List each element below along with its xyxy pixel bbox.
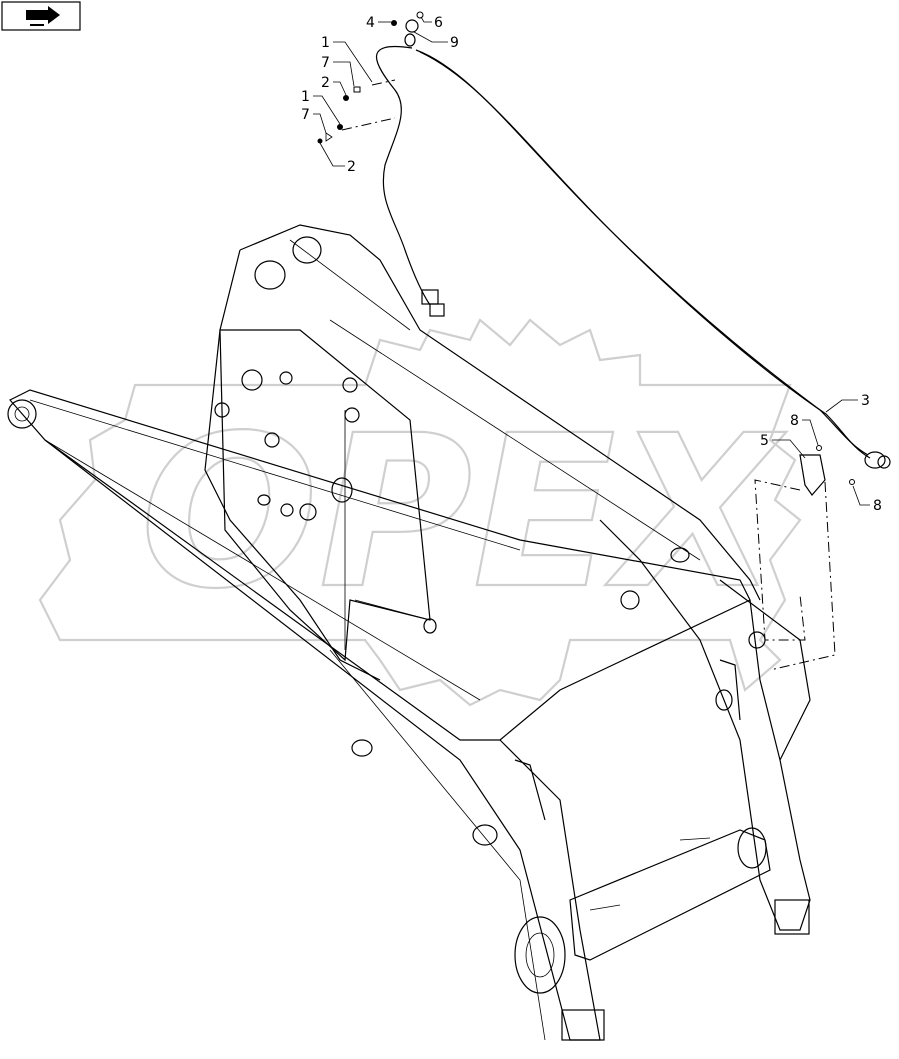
leader-lines (313, 16, 870, 506)
callout-7-lower: 7 (301, 107, 310, 123)
watermark: OPEX (38, 318, 802, 707)
loader-boom-frame (7, 224, 811, 1041)
callout-7-upper: 7 (321, 55, 330, 71)
callout-3: 3 (861, 393, 870, 409)
callout-9: 9 (450, 35, 459, 51)
callout-8-lower: 8 (873, 498, 882, 514)
callout-4: 4 (366, 15, 375, 31)
callout-2-lower: 2 (347, 159, 356, 175)
callout-5: 5 (760, 433, 769, 449)
wire-harness (317, 11, 891, 671)
callout-2-upper: 2 (321, 75, 330, 91)
watermark-text: OPEX (140, 390, 787, 635)
callouts: 1 7 2 1 7 2 4 6 9 3 8 5 8 (301, 15, 882, 514)
callout-1-upper: 1 (321, 35, 330, 51)
callout-1-lower: 1 (301, 89, 310, 105)
callout-6: 6 (434, 15, 443, 31)
callout-8-upper: 8 (790, 413, 799, 429)
forward-page-icon[interactable] (1, 1, 81, 31)
